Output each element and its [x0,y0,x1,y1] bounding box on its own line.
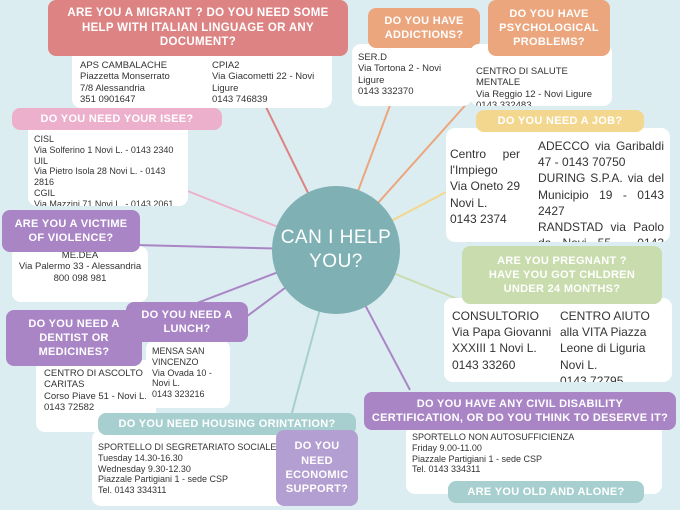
isee-title: DO YOU NEED YOUR ISEE? [12,108,222,130]
migrant-left-text: APS CAMBALACHE Piazzetta Monserrato 7/8 … [80,60,170,106]
pregnant-right-text: CENTRO AIUTO alla VITA Piazza Leone di L… [560,309,650,382]
pregnant-title: ARE YOU PREGNANT ? HAVE YOU GOT CHLDREN … [462,246,662,304]
lunch-title: DO YOU NEED A LUNCH? [126,302,248,342]
addictions-card: SER.D Via Tortona 2 - Novi Ligure 0143 3… [352,44,472,106]
job-card: Centro per l'Impiego Via Oneto 29 Novi L… [446,128,670,242]
violence-title: ARE YOU A VICTIME OF VIOLENCE? [2,210,140,252]
old-title: ARE YOU OLD AND ALONE? [448,481,644,503]
addictions-title: DO YOU HAVE ADDICTIONS? [368,8,480,48]
migrant-title: ARE YOU A MIGRANT ? DO YOU NEED SOME HEL… [48,0,348,56]
center-hub: CAN I HELP YOU? [272,186,400,314]
economic-title: DO YOU NEED ECONOMIC SUPPORT? [276,430,358,506]
job-left-text: Centro per l'Impiego Via Oneto 29 Novi L… [450,147,520,226]
job-title: DO YOU NEED A JOB? [476,110,644,132]
housing-title: DO YOU NEED HOUSING ORINTATION? [98,413,356,435]
lunch-card: MENSA SAN VINCENZO Via Ovada 10 - Novi L… [146,340,230,408]
migrant-right-text: CPIA2 Via Giacometti 22 - Novi Ligure 01… [212,60,315,106]
dentist-title: DO YOU NEED A DENTIST OR MEDICINES? [6,310,142,366]
job-right-text: ADECCO via Garibaldi 47 - 0143 70750 DUR… [538,139,664,242]
pregnant-left-text: CONSULTORIO Via Papa Giovanni XXXIII 1 N… [452,309,552,372]
disability-title: DO YOU HAVE ANY CIVIL DISABILITY CERTIFI… [364,392,676,430]
psychological-title: DO YOU HAVE PSYCHOLOGICAL PROBLEMS? [488,0,610,56]
violence-card: ME.DEA Via Palermo 33 - Alessandria 800 … [12,246,148,302]
isee-card: CISL Via Solferino 1 Novi L. - 0143 2340… [28,120,188,206]
pregnant-card: CONSULTORIO Via Papa Giovanni XXXIII 1 N… [444,298,672,382]
